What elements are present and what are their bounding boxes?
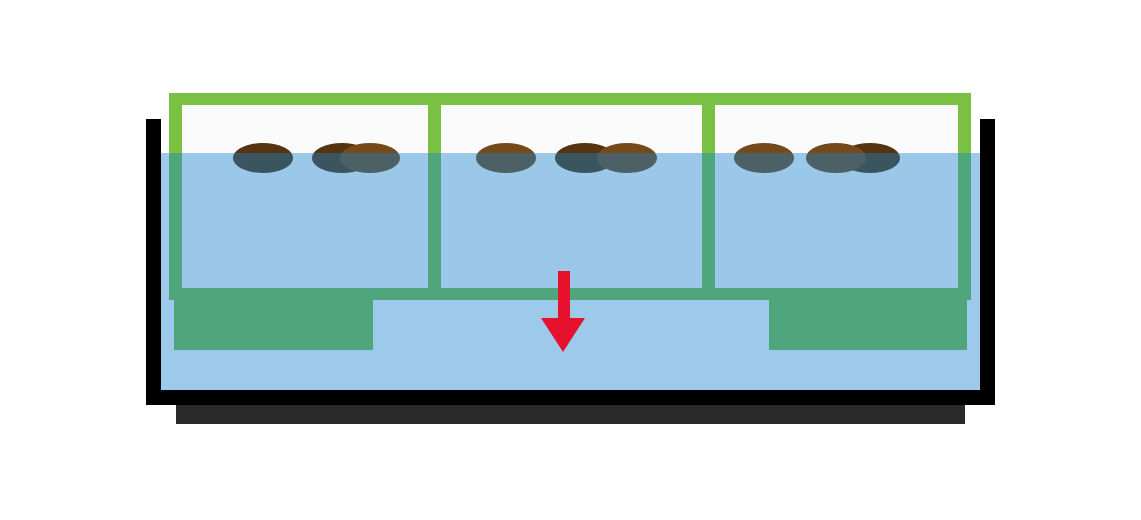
pellet (806, 143, 866, 173)
pellet (340, 143, 400, 173)
frame-post-3 (702, 93, 715, 300)
frame-foot-left (174, 300, 373, 350)
frame-foot-right (769, 300, 967, 350)
tank-shadow (176, 405, 965, 424)
tank (146, 119, 995, 405)
tank-left-wall (146, 119, 161, 405)
tank-bottom (146, 390, 995, 405)
frame-post-2 (428, 93, 441, 300)
pellet (597, 143, 657, 173)
frame-post-4 (958, 93, 971, 300)
frame-top-bar (169, 93, 971, 105)
pellet (555, 143, 615, 173)
frame-interior-2 (441, 105, 702, 288)
frame-interior-3 (715, 105, 959, 288)
floating-frame (169, 93, 971, 350)
pellet (233, 143, 293, 173)
tank-right-wall (980, 119, 995, 405)
pellets (233, 143, 900, 173)
pellet (734, 143, 794, 173)
frame-post-1 (169, 93, 182, 300)
pellet (476, 143, 536, 173)
water (161, 153, 980, 390)
down-arrow-icon (541, 271, 585, 352)
frame-interior-1 (182, 105, 428, 288)
